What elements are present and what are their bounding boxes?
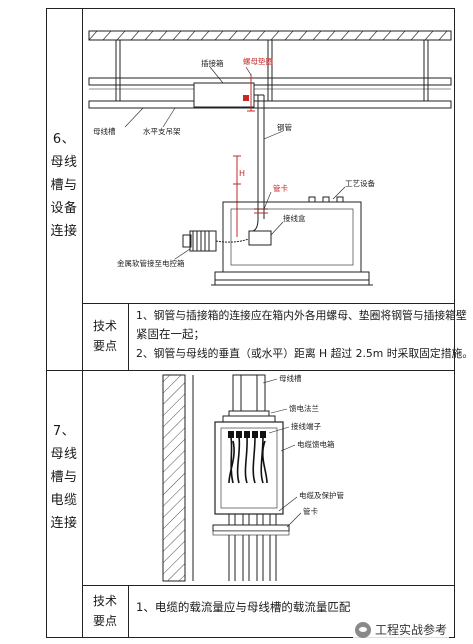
- steel-pipe: [254, 94, 265, 219]
- tech-point: 2、钢管与母线的垂直（或水平）距离 H 超过 2.5m 时采取固定措施。: [136, 347, 473, 360]
- tech-point: 1、钢管与插接箱的连接应在箱内外各用螺母、垫圈将钢管与插接箱壁: [136, 309, 467, 322]
- label-steel-pipe: 钢管: [277, 122, 292, 132]
- terminals: [228, 431, 266, 438]
- motor: [182, 230, 217, 252]
- busway-vertical: [228, 374, 270, 417]
- label-plug-box: 插接箱: [201, 58, 224, 68]
- busway: [88, 77, 452, 109]
- process-equipment: [211, 196, 373, 286]
- tech-label-line: 技术: [92, 319, 117, 333]
- junction-box: [248, 230, 272, 246]
- watermark: 工程实战参考: [352, 621, 449, 638]
- flex-conduit: [215, 238, 250, 243]
- label-busway: 母线槽: [279, 373, 302, 383]
- row7-tech-label: 技术 要点: [82, 591, 128, 631]
- feed-flange: [222, 415, 276, 423]
- row6-tech-points: 1、钢管与插接箱的连接应在箱内外各用螺母、垫圈将钢管与插接箱壁 紧固在一起； 2…: [136, 306, 473, 363]
- label-nut-washer: 螺母垫圈: [243, 56, 273, 66]
- label-cable-protection-pipe: 电缆及保护管: [299, 490, 344, 500]
- row7-tech-divider: [128, 585, 129, 638]
- row6-label-line: 6、: [52, 132, 76, 147]
- row6-label-line: 设备: [50, 201, 78, 216]
- tech-point: 1、电缆的载流量应与母线槽的载流量匹配: [136, 600, 351, 614]
- busway-equipment-diagram: H: [88, 30, 452, 286]
- tech-label-line: 技术: [92, 594, 117, 608]
- row7-label-line: 电缆: [50, 493, 78, 508]
- row7-label-line: 槽与: [50, 470, 78, 485]
- label-feed-flange: 馈电法兰: [289, 403, 319, 413]
- row6-label-line: 槽与: [50, 178, 78, 193]
- row-divider: [46, 370, 455, 371]
- row6-tech-label: 技术 要点: [82, 316, 128, 356]
- pipe-clamp: [212, 524, 290, 532]
- hanger-rods: [115, 40, 429, 101]
- nut-washer-marker: [247, 74, 255, 112]
- table-column-divider: [82, 8, 83, 638]
- row6-label-line: 母线: [50, 155, 78, 170]
- h-label: H: [239, 169, 245, 178]
- leader-lines: [262, 378, 302, 528]
- cable-protection-pipes: [228, 514, 277, 581]
- row7-diagram-divider: [82, 585, 455, 586]
- label-horizontal-support: 水平支吊架: [143, 126, 181, 136]
- h-dimension: [233, 155, 241, 237]
- plug-box-nut-marker: [243, 95, 249, 101]
- watermark-text: 工程实战参考: [374, 623, 447, 637]
- cables: [228, 436, 268, 484]
- document-page: 6、 母线 槽与 设备 连接: [46, 8, 473, 638]
- row6-tech-divider: [128, 303, 129, 370]
- tech-label-line: 要点: [92, 339, 117, 353]
- wechat-logo-icon: [354, 621, 371, 638]
- row7-label-line: 7、: [52, 424, 76, 439]
- pipe-clamp: [254, 208, 268, 214]
- row7-label-line: 连接: [50, 516, 78, 531]
- concrete-column: [162, 374, 186, 582]
- row7-label-line: 母线: [50, 447, 78, 462]
- table-left-border: [46, 8, 47, 638]
- row6-label-line: 连接: [50, 224, 78, 239]
- row7-tech-points: 1、电缆的载流量应与母线槽的载流量匹配: [136, 598, 452, 617]
- cable-feed-box-inner: [220, 427, 278, 509]
- pipe-clamp-base: [212, 530, 290, 536]
- label-terminal: 接线端子: [291, 421, 321, 431]
- label-pipe-clamp: 管卡: [273, 183, 288, 193]
- row6-label: 6、 母线 槽与 设备 连接: [46, 128, 82, 243]
- tech-point: 紧固在一起；: [136, 327, 205, 341]
- label-process-equipment: 工艺设备: [345, 178, 375, 188]
- ceiling-beam: [88, 30, 452, 41]
- tech-label-line: 要点: [92, 614, 117, 628]
- label-flex-conduit: 金属软管接至电控箱: [117, 258, 185, 268]
- row6-diagram-divider: [82, 303, 455, 304]
- busway-cable-diagram: 母线槽 馈电法兰 接线端子 电缆馈电箱 电缆及保护管 管卡: [162, 373, 344, 582]
- label-busway: 母线槽: [93, 126, 116, 136]
- label-junction-box: 接线盒: [283, 213, 306, 223]
- label-pipe-clamp: 管卡: [303, 506, 318, 516]
- pipe-bend: [252, 218, 259, 232]
- row7-label: 7、 母线 槽与 电缆 连接: [46, 420, 82, 535]
- leader-lines: [124, 66, 346, 260]
- label-cable-feed-box: 电缆馈电箱: [297, 439, 335, 449]
